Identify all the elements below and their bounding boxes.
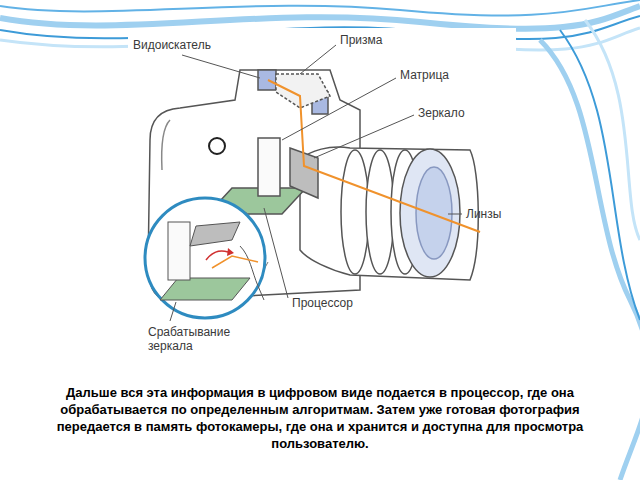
wave [0, 6, 640, 29]
lens-ring [366, 150, 394, 274]
part-label: Срабатывание зеркала [148, 325, 248, 353]
leader-line [182, 55, 260, 78]
dial [209, 138, 225, 154]
wave [585, 20, 640, 240]
inset-arrowhead [227, 248, 234, 256]
inset-ray [212, 256, 258, 268]
part-label: Процессор [292, 296, 353, 310]
part-label: Матрица [400, 68, 449, 82]
viewfinder-window [258, 70, 276, 90]
part-label: Призма [340, 33, 382, 47]
sensor [258, 138, 280, 196]
leader-lines [170, 45, 462, 321]
lens-ring [341, 150, 369, 274]
inset [145, 198, 268, 318]
inset-arrow [206, 251, 228, 260]
part-label: Видоискатель [133, 38, 211, 52]
picture-ground [128, 28, 516, 372]
leader-line [282, 78, 396, 140]
inset-sensor [168, 222, 190, 280]
leader-line [314, 115, 414, 158]
light-ray [268, 80, 480, 232]
inset-lens [240, 246, 264, 300]
leader-line [448, 214, 462, 215]
inset-board [160, 278, 250, 300]
lens-barrel [300, 147, 478, 280]
leader-line [300, 45, 336, 74]
wave [0, 0, 640, 16]
part-label: Линзы [466, 207, 501, 221]
grip-line [162, 120, 170, 170]
leader-line [264, 208, 288, 298]
part-label: Зеркало [418, 106, 465, 120]
lens-glass [416, 167, 452, 259]
caption: Дальше вся эта информация в цифровом вид… [22, 384, 618, 452]
inset-mirror [190, 222, 240, 246]
prism [276, 74, 330, 108]
inset-circle [145, 198, 265, 318]
leader-line [170, 302, 176, 321]
